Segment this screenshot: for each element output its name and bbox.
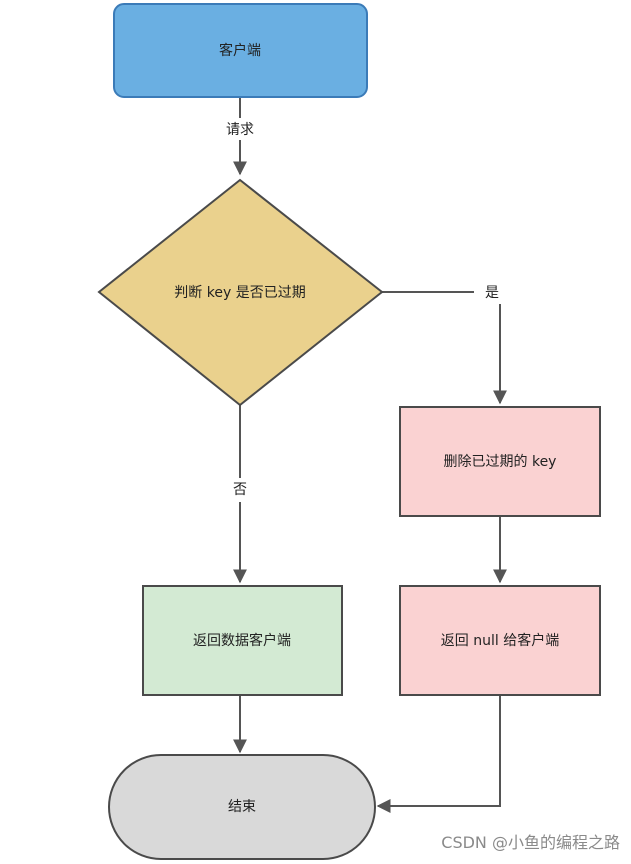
node-delete-shape bbox=[399, 406, 601, 517]
node-return-data: 返回数据客户端 bbox=[142, 585, 343, 696]
node-client: 客户端 bbox=[113, 3, 368, 98]
edge-label-no: 否 bbox=[233, 482, 247, 498]
node-client-label: 客户端 bbox=[219, 42, 261, 59]
edge-label-bg-request bbox=[218, 118, 262, 140]
node-return-data-label: 返回数据客户端 bbox=[193, 632, 291, 649]
node-end: 结束 bbox=[108, 754, 376, 860]
edge-check-to-delete bbox=[382, 291, 507, 405]
node-return-null-shape bbox=[399, 585, 601, 696]
node-delete-label: 删除已过期的 key bbox=[444, 454, 557, 470]
edge-label-yes: 是 bbox=[485, 285, 499, 301]
node-delete: 删除已过期的 key bbox=[399, 406, 601, 517]
node-client-shape bbox=[113, 3, 368, 98]
edge-label-bg-no bbox=[222, 478, 258, 502]
edge-label-request: 请求 bbox=[226, 122, 254, 138]
edge-label-bg-yes bbox=[474, 282, 510, 304]
node-check-shape bbox=[97, 178, 384, 407]
node-return-null-label: 返回 null 给客户端 bbox=[441, 632, 559, 649]
node-check: 判断 key 是否已过期 bbox=[97, 178, 384, 407]
watermark: CSDN @小鱼的编程之路 bbox=[441, 833, 620, 852]
node-end-shape bbox=[108, 754, 376, 860]
edges: 请求 是 否 bbox=[218, 97, 510, 813]
node-end-label: 结束 bbox=[228, 799, 256, 815]
node-return-data-shape bbox=[142, 585, 343, 696]
edge-return-null-to-end bbox=[376, 695, 501, 813]
node-check-label: 判断 key 是否已过期 bbox=[174, 285, 305, 301]
node-return-null: 返回 null 给客户端 bbox=[399, 585, 601, 696]
